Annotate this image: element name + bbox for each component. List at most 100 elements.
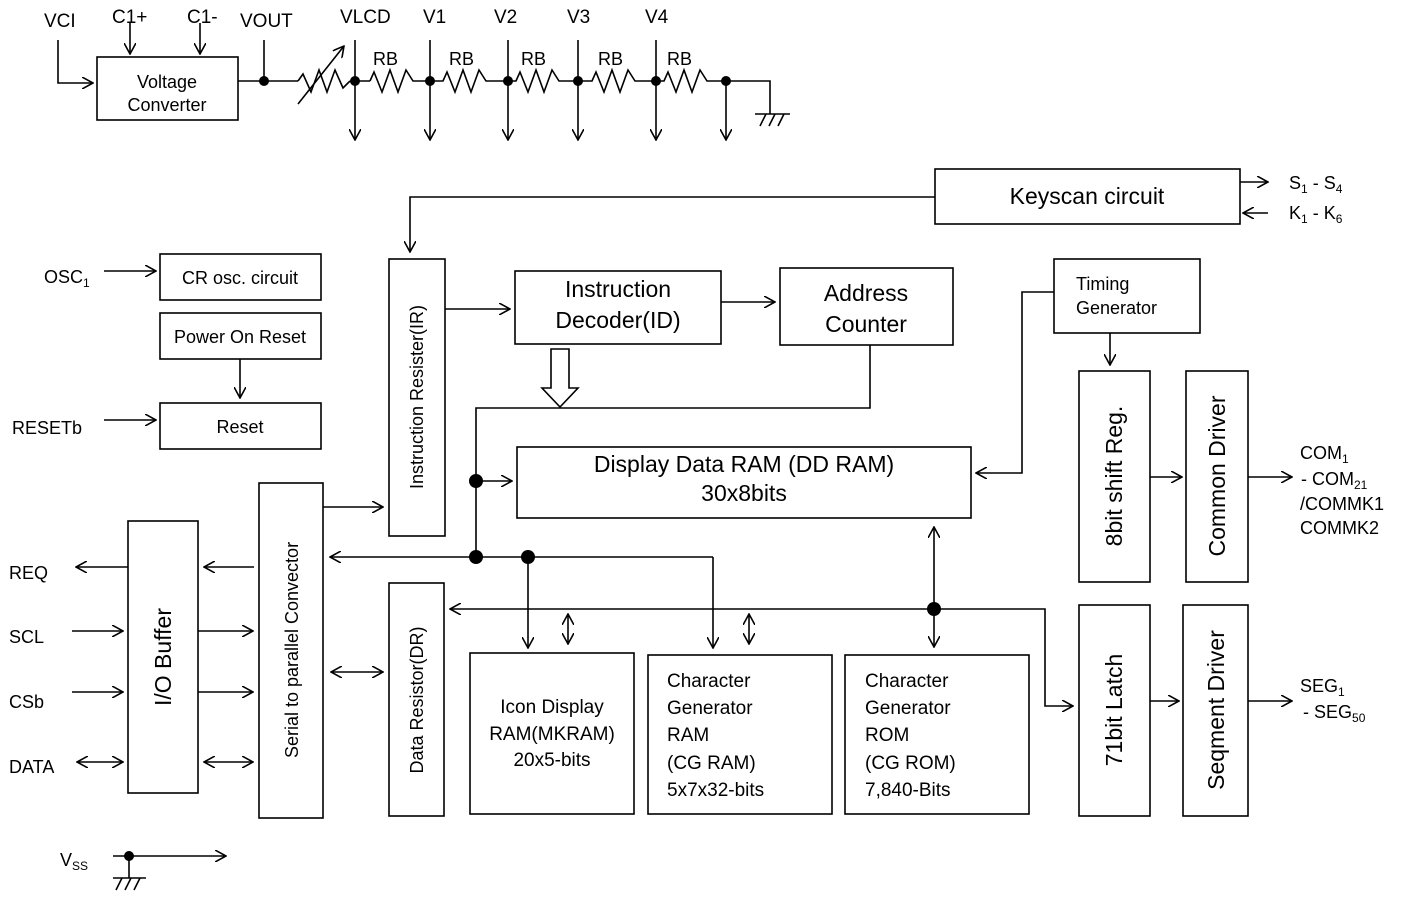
address-counter-label-2: Counter (825, 311, 907, 337)
tg-to-ddram-wire (976, 291, 1054, 473)
data-register-label: Data Resistor(DR) (407, 626, 427, 773)
keyscan-circuit-box (934, 168, 1241, 225)
segment-driver-box (1182, 604, 1249, 817)
dd-ram-box (516, 446, 972, 519)
k-pins-label: K1 - K6 (1289, 203, 1343, 226)
vlcd-label: VLCD (340, 7, 391, 28)
instruction-decoder-label-1: Instruction (565, 276, 671, 302)
timing-generator-label-2: Generator (1076, 298, 1157, 318)
cg-ram-label-1: Character (667, 671, 751, 692)
osc1-pin-label: OSC1 (44, 267, 90, 290)
instruction-register-label: Instruction Resister(IR) (407, 305, 427, 489)
cg-rom-label-3: ROM (865, 725, 909, 746)
latch-box (1078, 604, 1151, 817)
timing-generator-label-1: Timing (1076, 274, 1129, 294)
resetb-pin-label: RESETb (12, 418, 82, 438)
timing-generator-box (1053, 258, 1201, 334)
rb-resistor-1 (369, 67, 430, 95)
id-bus-hollow-arrow (540, 348, 580, 409)
cg-ram-label-2: Generator (667, 698, 753, 719)
io-buffer-box (127, 520, 199, 794)
serial-to-parallel-box (258, 482, 324, 819)
req-pin-label: REQ (9, 563, 48, 583)
segment-driver-label: Seqment Driver (1203, 630, 1229, 790)
rb-resistor-2 (430, 67, 508, 95)
cg-rom-box (844, 654, 1030, 815)
data-bus-to-latch (934, 608, 1073, 706)
variable-resistor-arrow (297, 46, 344, 105)
com1-label: COM1 (1300, 443, 1349, 466)
rb-label-4: RB (598, 49, 623, 69)
data-pin-label: DATA (9, 757, 54, 777)
keyscan-circuit-label: Keyscan circuit (1010, 183, 1165, 209)
cg-rom-label-2: Generator (865, 698, 951, 719)
commk1-label: /COMMK1 (1300, 494, 1384, 514)
vci-wire (57, 40, 93, 83)
address-counter-label-1: Address (824, 280, 908, 306)
keyscan-to-ir-wire (410, 196, 935, 252)
rb-label-1: RB (373, 49, 398, 69)
vci-label: VCI (44, 11, 76, 32)
commk2-label: COMMK2 (1300, 518, 1379, 538)
voltage-converter-label-2: Converter (127, 95, 206, 115)
seg1-label: SEG1 (1300, 676, 1345, 699)
shift-register-box (1078, 370, 1151, 583)
reset-label: Reset (216, 417, 263, 437)
s-pins-label: S1 - S4 (1289, 173, 1343, 196)
latch-label: 71bit Latch (1101, 654, 1127, 767)
variable-resistor (297, 67, 351, 95)
io-buffer-label: I/O Buffer (150, 608, 176, 706)
icon-ram-label-2: RAM(MKRAM) (489, 724, 615, 745)
dd-ram-label-1: Display Data RAM (DD RAM) (594, 451, 894, 477)
cg-ram-label-3: RAM (667, 725, 709, 746)
data-register-box (388, 582, 445, 817)
serial-to-parallel-label: Serial to parallel Convector (282, 542, 302, 758)
common-driver-box (1185, 370, 1249, 583)
vout-label: VOUT (240, 11, 293, 32)
dd-ram-label-2: 30x8bits (701, 480, 787, 506)
power-supply-section: VCI C1+ C1- VOUT VLCD V1 V2 V3 V4 Voltag… (44, 7, 790, 140)
instruction-register-box (388, 258, 446, 537)
v2-label: V2 (494, 7, 517, 28)
v1-label: V1 (423, 7, 446, 28)
ground-symbol-bottom (113, 877, 146, 891)
voltage-converter-label-1: Voltage (137, 72, 197, 92)
rb-label-2: RB (449, 49, 474, 69)
address-counter-box (779, 267, 954, 346)
cg-ram-box (647, 654, 833, 815)
cg-rom-label-1: Character (865, 671, 949, 692)
cg-rom-label-4: (CG ROM) (865, 753, 956, 774)
cr-osc-circuit-label: CR osc. circuit (182, 268, 298, 288)
power-on-reset-label: Power On Reset (174, 327, 306, 347)
csb-pin-label: CSb (9, 692, 44, 712)
ac-bus-node-1 (469, 550, 483, 564)
rb-resistor-5 (656, 67, 771, 114)
icon-ram-label-3: 20x5-bits (513, 750, 590, 771)
cg-ram-label-5: 5x7x32-bits (667, 780, 764, 801)
instruction-decoder-label-2: Decoder(ID) (555, 307, 680, 333)
ground-symbol-top (755, 113, 790, 127)
v3-label: V3 (567, 7, 590, 28)
c1-minus-label: C1- (187, 7, 218, 28)
scl-pin-label: SCL (9, 627, 44, 647)
voltage-taps (350, 40, 731, 140)
reset-box (159, 402, 322, 450)
rb-label-3: RB (521, 49, 546, 69)
c1-plus-label: C1+ (112, 7, 147, 28)
v4-label: V4 (645, 7, 669, 28)
seg50-label: - SEG50 (1303, 702, 1366, 725)
vss-pin-label: VSS (60, 850, 88, 873)
instruction-decoder-box (514, 270, 722, 345)
com21-label: - COM21 (1301, 469, 1368, 492)
cr-osc-circuit-box (159, 253, 322, 301)
icon-ram-label-1: Icon Display (500, 697, 604, 718)
rb-label-5: RB (667, 49, 692, 69)
cg-rom-label-5: 7,840-Bits (865, 780, 951, 801)
rb-resistor-4 (578, 67, 656, 95)
shift-register-label: 8bit shift Reg. (1101, 406, 1127, 547)
icon-ram-box (469, 652, 635, 815)
voltage-converter-box (96, 56, 239, 121)
rb-resistor-3 (508, 67, 578, 95)
cg-ram-label-4: (CG RAM) (667, 753, 756, 774)
